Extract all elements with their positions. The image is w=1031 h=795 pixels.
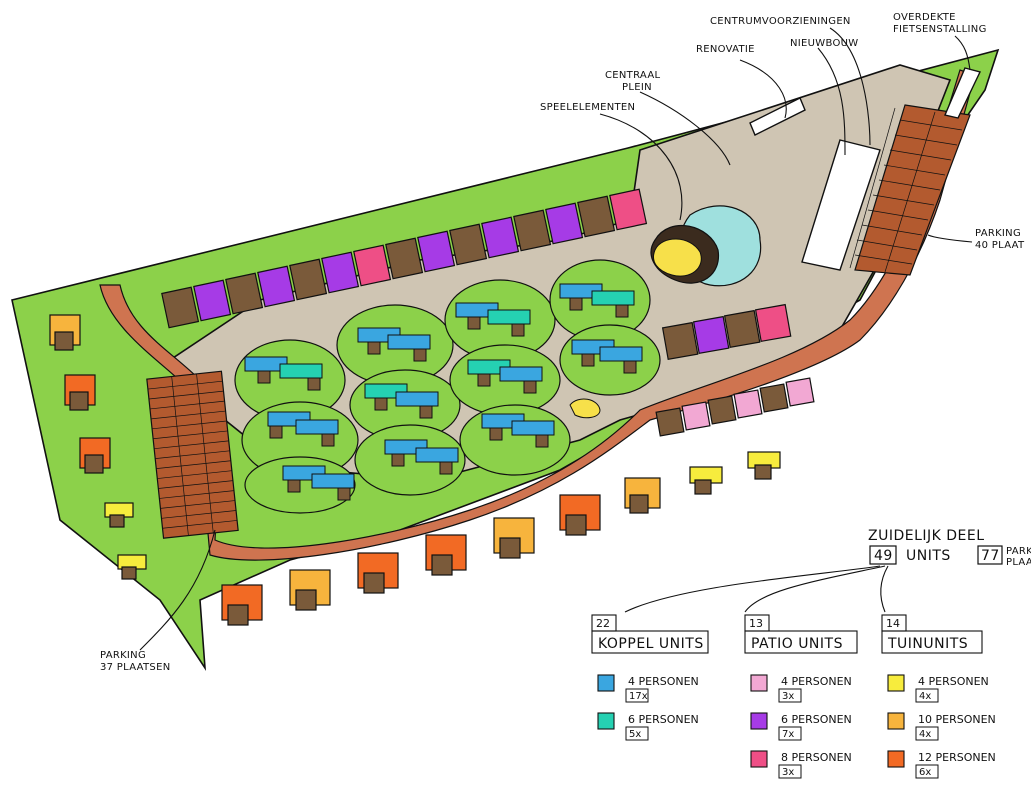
legend-group-title-box	[744, 630, 858, 654]
legend-item-count: 5x	[629, 729, 641, 740]
legend-group-title-box	[591, 630, 709, 654]
koppel-units	[244, 283, 643, 501]
patio-cluster-right	[655, 303, 815, 437]
label-centrumvoorzieningen: CENTRUMVOORZIENINGEN	[710, 16, 851, 27]
legend-swatch	[750, 750, 768, 768]
label-parking-right: PARKING	[975, 228, 1021, 239]
bike-shed	[944, 67, 981, 119]
legend-group-count: 14	[886, 617, 900, 630]
legend-item-count-box	[625, 726, 649, 741]
legend-swatch	[597, 674, 615, 692]
legend-group-title: KOPPEL UNITS	[598, 636, 704, 652]
legend-swatch	[750, 674, 768, 692]
renovatie-building	[749, 97, 806, 136]
label-renovatie: RENOVATIE	[696, 44, 755, 55]
legend-item-count: 4x	[919, 691, 931, 702]
legend-item: 6 PERSONEN 5x	[597, 712, 699, 741]
parking-left	[146, 370, 239, 539]
legend-item: 4 PERSONEN 3x	[750, 674, 852, 703]
label-centraal: CENTRAAL	[605, 70, 660, 81]
label-speelelementen: SPEELELEMENTEN	[540, 102, 635, 113]
parking-label-1: PARK	[1006, 546, 1031, 557]
garden-units-left	[49, 314, 147, 580]
units-count-box	[869, 545, 897, 565]
legend-swatch	[750, 712, 768, 730]
legend-item-count: 6x	[919, 767, 931, 778]
legend-item-label: 4 PERSONEN	[628, 675, 699, 688]
legend-group-title: PATIO UNITS	[751, 636, 843, 652]
label-parking-left: PARKING	[100, 650, 146, 661]
legend-item-label: 6 PERSONEN	[781, 713, 852, 726]
legend-swatch	[887, 712, 905, 730]
sand-small	[569, 398, 601, 419]
units-label: UNITS	[906, 548, 951, 564]
summary: ZUIDELIJK DEEL 49 UNITS 77 PARK PLAA	[624, 528, 1031, 613]
main-path	[99, 69, 976, 561]
label-plein: PLEIN	[622, 82, 652, 93]
legend-group-count: 13	[749, 617, 763, 630]
summary-arrows	[624, 565, 889, 613]
legend-item-count-box	[915, 764, 939, 779]
legend-item-count: 17x	[629, 691, 648, 702]
parking-count: 77	[981, 548, 1000, 564]
legend-item-count-box	[778, 688, 802, 703]
label-overdekte: OVERDEKTE	[893, 12, 956, 23]
parking-count-box	[977, 545, 1003, 565]
label-parking-left-count: 37 PLAATSEN	[100, 662, 170, 673]
summary-title: ZUIDELIJK DEEL	[868, 528, 985, 544]
legend-swatch	[887, 750, 905, 768]
legend-item-count-box	[915, 726, 939, 741]
annotations: CENTRUMVOORZIENINGEN RENOVATIE NIEUWBOUW…	[100, 12, 1025, 673]
legend-item: 6 PERSONEN 7x	[750, 712, 852, 741]
legend-item: 12 PERSONEN 6x	[887, 750, 996, 779]
legend-item-count: 3x	[782, 767, 794, 778]
legend-group-title: TUINUNITS	[887, 636, 968, 652]
legend-item-count-box	[778, 764, 802, 779]
label-fietsenstalling: FIETSENSTALLING	[893, 24, 987, 35]
legend-swatch	[887, 674, 905, 692]
units-count: 49	[874, 548, 893, 564]
legend-item-label: 4 PERSONEN	[781, 675, 852, 688]
legend-group-count: 22	[596, 617, 610, 630]
legend-item: 8 PERSONEN 3x	[750, 750, 852, 779]
legend-item-count: 7x	[782, 729, 794, 740]
legend-item-count: 3x	[782, 691, 794, 702]
legend-item-count: 4x	[919, 729, 931, 740]
legend-item: 4 PERSONEN 4x	[887, 674, 989, 703]
leader-lines	[139, 27, 973, 651]
legend-item-label: 8 PERSONEN	[781, 751, 852, 764]
nieuwbouw-building	[801, 139, 881, 271]
legend-item-label: 4 PERSONEN	[918, 675, 989, 688]
patio-row-top	[161, 188, 648, 329]
legend-item-count-box	[778, 726, 802, 741]
garden-units-bottom	[221, 451, 781, 626]
legend-item: 10 PERSONEN 4x	[887, 712, 996, 741]
legend-item-label: 6 PERSONEN	[628, 713, 699, 726]
legend-item-label: 10 PERSONEN	[918, 713, 996, 726]
legend-swatch	[597, 712, 615, 730]
sand-pit	[653, 238, 702, 277]
legend-group-title-box	[881, 630, 983, 654]
legend-item: 4 PERSONEN 17x	[597, 674, 699, 703]
legend-item-label: 12 PERSONEN	[918, 751, 996, 764]
label-nieuwbouw: NIEUWBOUW	[790, 38, 858, 49]
parking-label-2: PLAA	[1006, 557, 1031, 568]
label-parking-right-count: 40 PLAAT	[975, 240, 1025, 251]
legend-item-count-box	[625, 688, 649, 703]
legend-item-count-box	[915, 688, 939, 703]
